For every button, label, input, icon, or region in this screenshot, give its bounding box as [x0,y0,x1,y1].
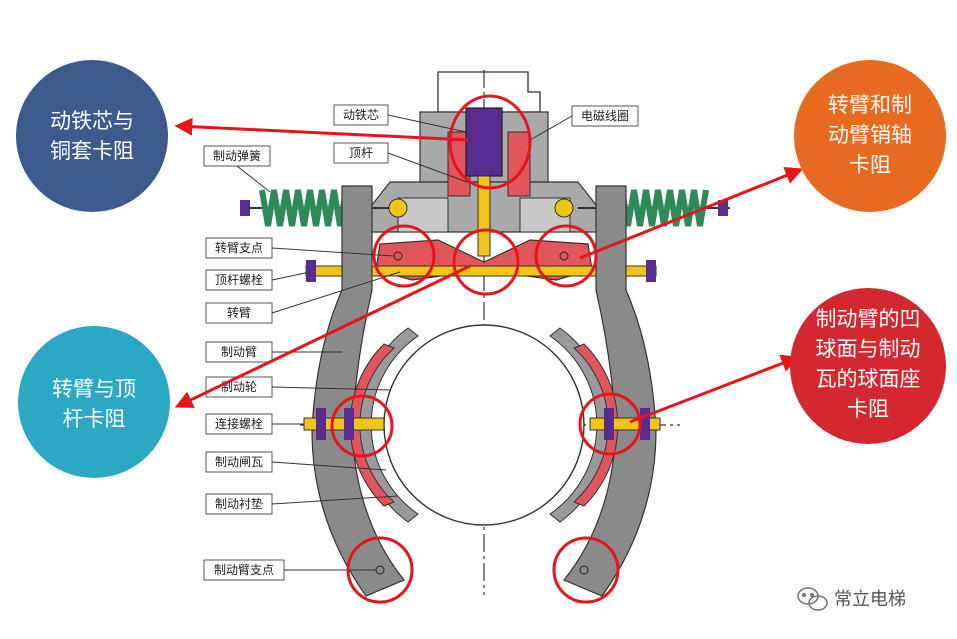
svg-text:铜套卡阻: 铜套卡阻 [50,139,134,163]
label-brake-shoe: 制动闸瓦 [205,451,387,473]
svg-text:制动臂: 制动臂 [221,345,257,359]
label-brake-spring: 制动弹簧 [203,145,271,193]
arrow-to-top-left [174,117,469,142]
arrow-to-bottom-left [174,264,471,408]
highlight-shoe-seat-left [330,394,394,458]
label-push-rod-bolt: 顶杆螺栓 [205,269,311,291]
bubble-bottom-left: 转臂与顶 杆卡阻 [18,326,170,478]
moving-core-icon [465,107,503,177]
label-rotating-arm: 转臂 [205,271,401,324]
bubble-circle [16,60,168,212]
svg-text:顶杆螺栓: 顶杆螺栓 [215,272,263,287]
svg-text:转臂支点: 转臂支点 [215,240,263,255]
bubble-circle [18,326,170,478]
svg-text:转臂与顶: 转臂与顶 [52,377,136,401]
svg-text:电磁线圈: 电磁线圈 [581,108,629,123]
svg-text:转臂和制: 转臂和制 [828,93,912,117]
svg-text:瓦的球面座: 瓦的球面座 [816,367,921,391]
svg-text:制动臂的凹: 制动臂的凹 [816,307,921,331]
svg-text:制动闸瓦: 制动闸瓦 [215,455,263,469]
brake-mechanism [240,70,730,597]
label-push-rod: 顶杆 [333,142,479,187]
svg-text:动铁芯: 动铁芯 [343,108,379,122]
highlight-push-rod-contact [452,228,520,296]
highlight-arm-pivot-left [372,224,436,288]
bubble-bottom-right: 制动臂的凹 球面与制动 瓦的球面座 卡阻 [790,288,946,444]
arrow-to-bottom-right [629,354,800,424]
brake-wheel-icon [383,324,585,526]
arrow-to-top-right [579,166,804,260]
brake-arm-left-icon [311,185,405,597]
highlight-arm-pivot-bottom-right [552,536,620,604]
svg-text:常立电梯: 常立电梯 [834,589,906,610]
svg-text:顶杆: 顶杆 [349,146,373,160]
svg-text:杆卡阻: 杆卡阻 [63,407,126,431]
svg-text:动臂销轴: 动臂销轴 [828,123,912,147]
svg-text:卡阻: 卡阻 [849,153,891,177]
highlight-shoe-seat-right [578,392,642,456]
label-coil: 电磁线圈 [529,105,639,141]
label-brake-lining: 制动衬垫 [205,493,399,515]
label-moving-core: 动铁芯 [333,104,467,133]
bubble-top-left: 动铁芯与 铜套卡阻 [16,60,168,212]
watermark: 常立电梯 [797,587,906,611]
bubble-circle [790,288,946,444]
highlight-arm-pivot-bottom-left [346,536,414,604]
callout-arrows [174,117,804,424]
wechat-icon [797,587,828,611]
highlight-moving-core [448,94,532,190]
bubble-circle [794,60,946,212]
label-brake-arm-pivot: 制动臂支点 [203,559,376,581]
svg-text:卡阻: 卡阻 [847,397,889,421]
highlight-circles [330,94,642,604]
svg-text:动铁芯与: 动铁芯与 [50,109,134,133]
svg-text:连接螺栓: 连接螺栓 [215,416,263,431]
svg-text:制动轮: 制动轮 [221,380,257,394]
svg-text:球面与制动: 球面与制动 [816,337,921,361]
label-arm-pivot: 转臂支点 [205,237,395,259]
label-connecting-bolt: 连接螺栓 [205,413,304,435]
svg-text:制动衬垫: 制动衬垫 [215,496,263,511]
part-labels: 动铁芯 电磁线圈 制动弹簧 顶杆 转臂支点 顶杆螺栓 [203,104,639,581]
svg-text:转臂: 转臂 [227,305,251,320]
push-rod-icon [477,175,491,257]
svg-text:制动弹簧: 制动弹簧 [213,148,261,163]
bubble-top-right: 转臂和制 动臂销轴 卡阻 [794,60,946,212]
label-brake-arm: 制动臂 [205,341,342,363]
svg-text:制动臂支点: 制动臂支点 [214,563,274,577]
highlight-arm-pivot-right [534,224,598,288]
